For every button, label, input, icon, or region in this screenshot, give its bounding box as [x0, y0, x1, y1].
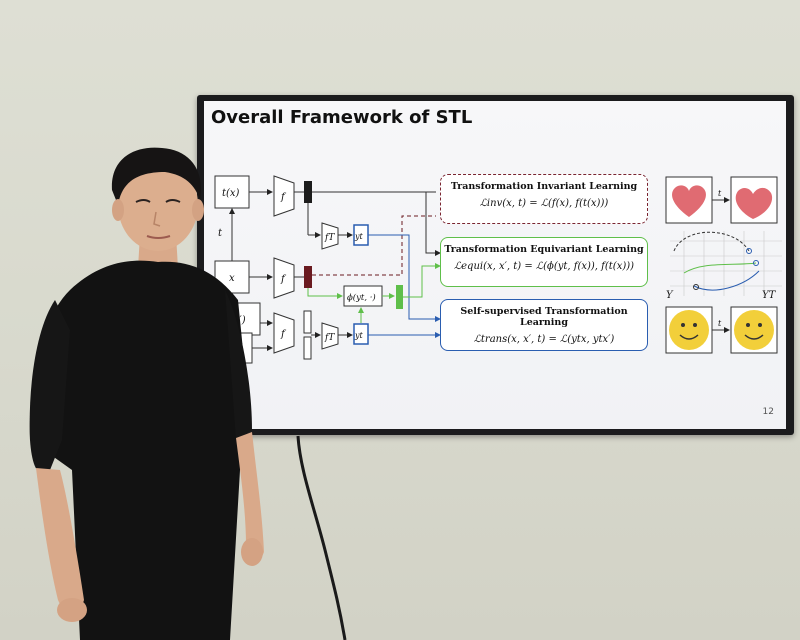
slide-title: Overall Framework of STL	[211, 107, 473, 128]
presenter-shirt	[29, 260, 250, 640]
svg-text:fT: fT	[324, 233, 335, 243]
svg-text:Y: Y	[666, 290, 674, 301]
feature-bar-b1	[303, 310, 312, 334]
equivariant-learning-box: Transformation Equivariant Learning ℒequ…	[440, 237, 648, 287]
slide-page-number: 12	[762, 407, 774, 417]
feature-bar-b2	[303, 336, 312, 360]
self-supervised-learning-box: Self-supervised Transformation Learning …	[440, 299, 648, 351]
phi-output-bar	[396, 285, 403, 309]
smiley-transformed	[734, 310, 774, 350]
heart-transformed	[735, 187, 773, 219]
equivariant-formula: ℒequi(x, x′, t) = ℒ(ϕ(yt, f(x)), f(t(x))…	[453, 261, 635, 272]
invariant-learning-box: Transformation Invariant Learning ℒinv(x…	[440, 174, 648, 224]
feature-bar-top	[304, 181, 312, 203]
self-supervised-title: Self-supervised Transformation Learning	[460, 306, 628, 328]
encoder-f-mid	[273, 257, 295, 299]
equivariant-title: Transformation Equivariant Learning	[444, 244, 644, 255]
svg-text:t: t	[718, 319, 722, 328]
presenter-face	[118, 159, 198, 251]
fT-bottom	[321, 322, 339, 350]
feature-bar-mid	[304, 266, 312, 288]
phi-label: ϕ(yt, ·)	[347, 292, 376, 303]
svg-text:f: f	[280, 192, 287, 203]
encoder-f-bottom	[273, 312, 295, 354]
invariant-title: Transformation Invariant Learning	[450, 181, 638, 192]
tx-input-box	[214, 175, 250, 209]
svg-text:f: f	[280, 329, 287, 340]
smiley-original	[669, 310, 709, 350]
fT-top	[321, 222, 339, 250]
svg-text:t: t	[718, 189, 722, 198]
self-supervised-formula: ℒtrans(x, x′, t) = ℒ(ytx, ytx′)	[473, 334, 615, 345]
svg-text:f: f	[280, 274, 287, 285]
slide-screen: Overall Framework of STL t(x) x t (x′) f…	[204, 101, 786, 429]
tx-label: t(x)	[222, 188, 240, 199]
t-label: t	[218, 228, 223, 239]
svg-text:yt: yt	[354, 331, 364, 340]
svg-text:fT: fT	[324, 333, 335, 343]
presenter-hair	[111, 147, 201, 205]
heart-original	[672, 185, 706, 217]
svg-text:yt: yt	[354, 232, 364, 241]
svg-text:YT: YT	[762, 290, 777, 301]
encoder-f-top	[273, 175, 295, 217]
yt-bottom	[353, 323, 369, 345]
x-label: x	[229, 273, 235, 284]
invariant-formula: ℒinv(x, t) = ℒ(f(x), f(t(x)))	[479, 198, 609, 209]
